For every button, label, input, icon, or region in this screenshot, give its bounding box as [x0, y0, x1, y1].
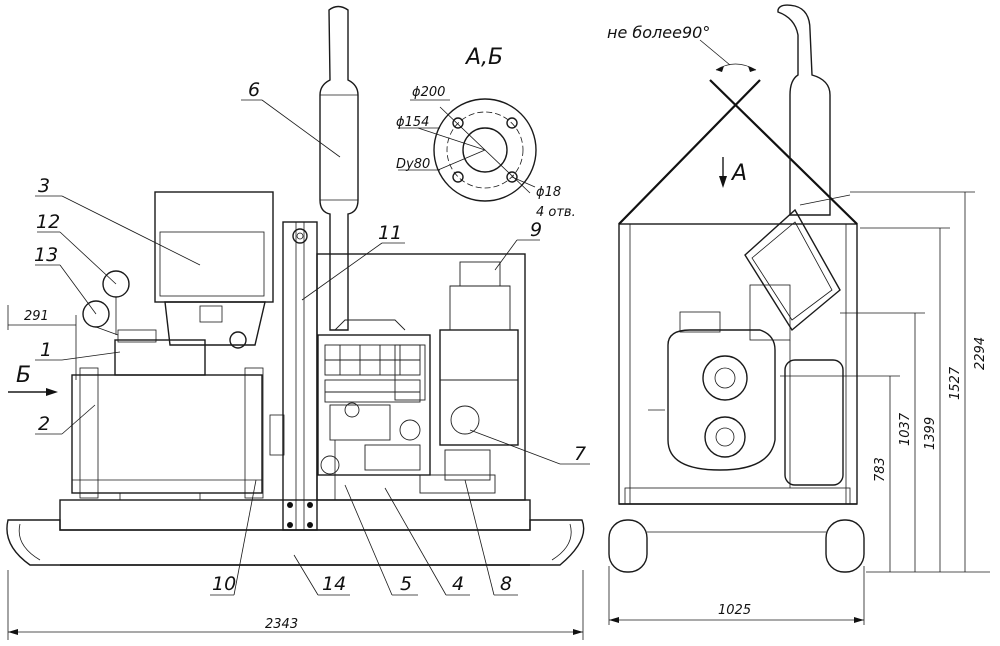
dim-1527: 1527: [948, 366, 963, 400]
dim-d18: ϕ18: [536, 185, 561, 200]
label-2: 2: [38, 413, 50, 435]
arrow-label-b: Б: [16, 363, 31, 388]
dim-1399: 1399: [923, 417, 938, 450]
dim-1037: 1037: [898, 412, 913, 446]
front-pump: [648, 284, 844, 488]
label-10: 10: [212, 573, 236, 595]
flange-title: А,Б: [464, 45, 503, 70]
sling-left: [618, 79, 761, 225]
label-14: 14: [322, 573, 346, 595]
dim-d154: ϕ154: [396, 115, 429, 130]
skid-runner: [6, 519, 585, 566]
front-view: не более90° А 1025 783 1037 1399 1527 22…: [607, 4, 990, 625]
label-4: 4: [452, 573, 464, 595]
front-frame: [618, 223, 858, 505]
label-8: 8: [500, 573, 512, 595]
angle-note: не более90°: [607, 23, 710, 42]
pump-unit: [419, 261, 519, 494]
dim-1025: 1025: [718, 603, 751, 618]
label-13: 13: [34, 244, 58, 266]
side-view: 1 2 3 4 5 6 7 8 9 10 11 12 13 14 Б 291 2…: [6, 5, 590, 640]
label-5: 5: [400, 573, 412, 595]
vertical-dimensions: [608, 191, 990, 625]
left-skid: [608, 519, 648, 573]
dim-2294: 2294: [973, 337, 988, 370]
front-exhaust: [777, 4, 831, 216]
dim-d200: ϕ200: [412, 85, 445, 100]
flange-bore: [462, 127, 508, 173]
label-6: 6: [248, 79, 260, 101]
label-7: 7: [574, 443, 586, 465]
fuel-tank: [71, 374, 263, 494]
flange-detail: А,Б ϕ200 ϕ154 Dy80 ϕ18 4 отв.: [396, 45, 576, 220]
exhaust-stack: [319, 5, 359, 331]
lifting-post: [282, 221, 318, 531]
label-3: 3: [38, 175, 50, 197]
label-9: 9: [530, 219, 542, 241]
sling-right: [709, 79, 858, 225]
dim-783: 783: [873, 457, 888, 482]
base-frame: [59, 499, 531, 531]
label-12: 12: [36, 211, 60, 233]
engine-block: [317, 319, 431, 476]
flange-outer: [433, 98, 537, 202]
front-control-panel: [744, 208, 841, 332]
right-skid: [825, 519, 865, 573]
dim-291: 291: [24, 309, 49, 324]
leader-lines: [35, 99, 590, 596]
dim-dy80: Dy80: [396, 157, 430, 172]
control-panel: [154, 191, 274, 303]
label-1: 1: [40, 339, 52, 361]
dim-2343: 2343: [265, 617, 298, 632]
holes-note: 4 отв.: [536, 205, 576, 220]
label-11: 11: [378, 222, 402, 244]
arrow-label-a: А: [730, 161, 747, 186]
enclosure-frame: [316, 253, 526, 501]
